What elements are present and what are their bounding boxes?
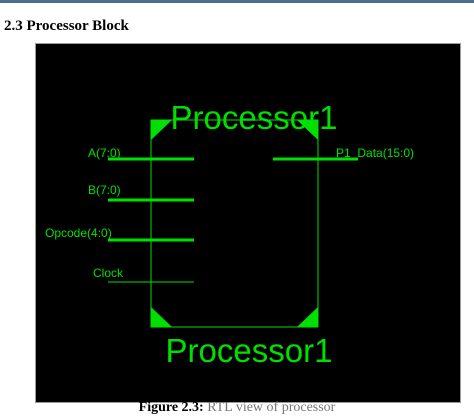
rtl-schematic: Processor1 A(7:0) B(7:0) Opcode(4:0) Clo… [45,99,414,369]
section-heading: 2.3 Processor Block [4,18,129,34]
rtl-view-frame: Processor1 A(7:0) B(7:0) Opcode(4:0) Clo… [35,43,461,403]
corner-marker-bottom-right [297,307,318,327]
figure-caption: Figure 2.3: RTL view of processor [0,400,474,417]
corner-marker-bottom-left [151,307,172,327]
corner-marker-top-right [297,120,318,140]
pin-label-p1-data: P1_Data(15:0) [336,146,414,160]
pin-label-b: B(7:0) [88,183,121,197]
pin-label-clock: Clock [93,266,124,280]
processor-block[interactable] [150,119,319,328]
corner-marker-top-left [151,120,172,140]
pin-label-opcode: Opcode(4:0) [45,226,112,240]
top-rule [0,0,474,3]
block-title-bottom: Processor1 [166,332,333,369]
caption-text: RTL view of processor [203,400,336,415]
pin-label-a: A(7:0) [88,146,121,160]
caption-label: Figure 2.3: [138,400,204,415]
